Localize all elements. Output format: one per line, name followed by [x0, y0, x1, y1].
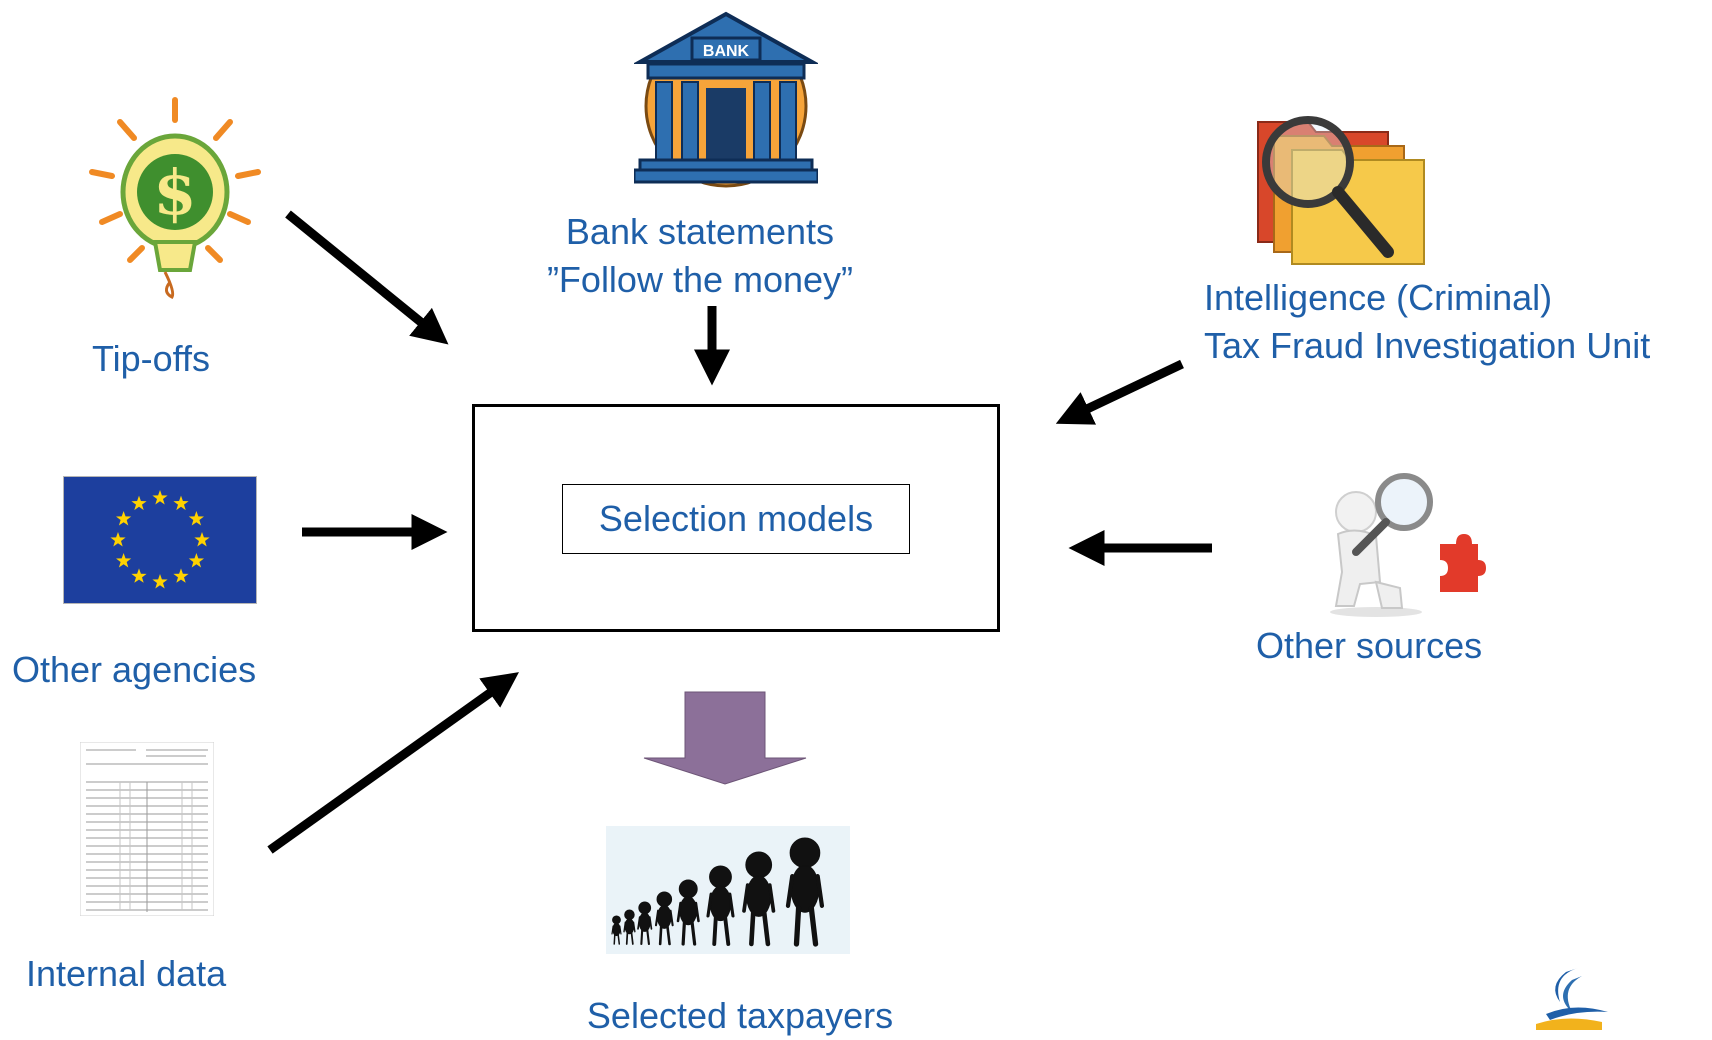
taxpayer-figure-icon [623, 909, 636, 945]
taxpayer-figure-icon [706, 865, 735, 946]
tipoffs-label: Tip-offs [92, 338, 211, 379]
eu-star-icon [188, 511, 204, 526]
eu-star-icon [152, 574, 168, 589]
eu-star-icon [173, 568, 189, 583]
eu-star-icon [116, 511, 132, 526]
taxpayer-figure-icon [785, 837, 825, 947]
eu-flag-icon [63, 476, 257, 604]
other-sources-label: Other sources [1256, 625, 1483, 666]
taxpayers-silhouettes-icon [606, 826, 850, 954]
intelligence-label: Intelligence (Criminal) Tax Fraud Invest… [1204, 274, 1650, 370]
intelligence-line2: Tax Fraud Investigation Unit [1204, 325, 1651, 366]
arrow-internal-data [267, 672, 519, 854]
internal-data-label: Internal data [26, 953, 227, 994]
corner-logo-icon [1536, 968, 1608, 1030]
eu-star-icon [173, 495, 189, 511]
search-figure-icon [1330, 473, 1486, 617]
eu-star-icon [194, 532, 210, 547]
svg-text:$: $ [153, 156, 196, 229]
eu-star-icon [131, 568, 147, 583]
taxpayer-figure-icon [611, 915, 622, 945]
selection-models-box: Selection models [562, 484, 910, 554]
taxpayer-figure-icon [676, 879, 700, 946]
eu-star-icon [131, 495, 147, 511]
bank-icon: BANK [634, 11, 818, 188]
taxpayer-figure-icon [742, 851, 776, 947]
eu-star-icon [188, 553, 204, 568]
eu-star-icon [110, 532, 126, 547]
eu-star-icon [152, 490, 168, 505]
selection-frame [472, 404, 1000, 632]
eu-star-icon [116, 553, 132, 568]
selection-models-label: Selection models [598, 498, 874, 539]
bank-statements-line1: Bank statements [565, 211, 835, 252]
taxpayer-figure-icon [637, 901, 653, 946]
svg-text:BANK: BANK [703, 43, 750, 60]
intelligence-line1: Intelligence (Criminal) [1204, 277, 1553, 318]
bank-statements-label: Bank statements ”Follow the money” [520, 208, 880, 304]
selected-taxpayers-label: Selected taxpayers [586, 995, 894, 1036]
taxpayer-figure-icon [654, 891, 674, 946]
arrow-tipoffs [285, 210, 449, 345]
arrow-intelligence [1055, 359, 1184, 425]
tax-form-icon [80, 742, 214, 916]
lightbulb-dollar-icon: $ [89, 97, 261, 299]
bank-statements-line2: ”Follow the money” [546, 259, 854, 300]
folders-magnifier-icon [1257, 116, 1425, 265]
other-agencies-label: Other agencies [12, 649, 257, 690]
output-arrow [643, 691, 807, 785]
